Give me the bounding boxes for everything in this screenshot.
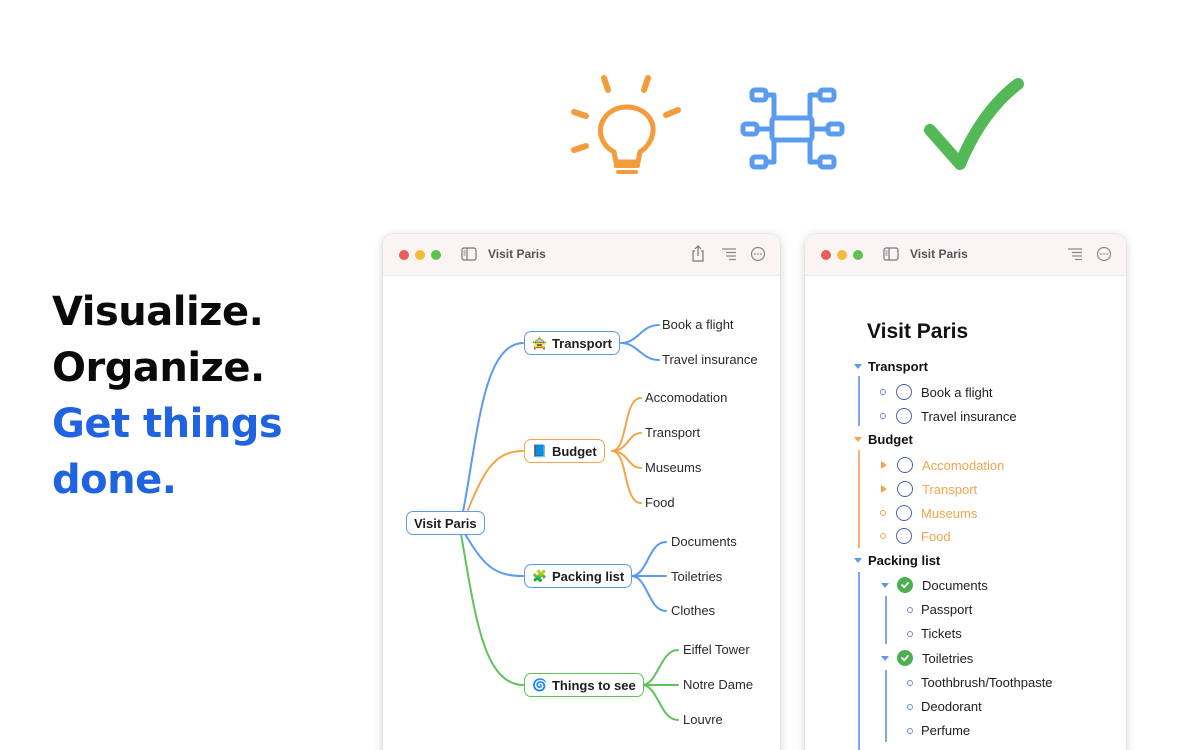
window-controls [821,250,863,260]
expand-icon[interactable] [881,485,887,493]
checkbox-unchecked[interactable] [896,384,912,400]
bullet-icon [880,533,886,539]
bullet-icon [880,510,886,516]
mindmap-leaf[interactable]: Notre Dame [683,677,754,692]
checkbox-unchecked[interactable] [896,408,912,424]
mindmap-root-node[interactable]: Visit Paris [406,511,485,535]
tagline-organize: Organize. [52,345,265,391]
mindmap-window: Visit Paris [383,234,780,750]
more-icon[interactable] [1096,246,1112,262]
packing-guide [858,572,860,750]
close-button[interactable] [821,250,831,260]
checkmark-icon [924,78,1024,170]
mind-map-icon [740,87,845,170]
bullet-icon [880,389,886,395]
checkbox-checked[interactable] [897,577,913,593]
outline-item[interactable]: Accomodation [881,457,1004,473]
mindmap-leaf[interactable]: Accomodation [645,390,728,405]
budget-guide [858,450,860,548]
bullet-icon [907,679,913,686]
window-controls [399,250,441,260]
minimize-button[interactable] [415,250,425,260]
sidebar-toggle-icon[interactable] [883,247,899,261]
collapse-icon[interactable] [854,364,862,369]
outline-item[interactable]: Transport [881,481,977,497]
checkbox-unchecked[interactable] [896,528,912,544]
bullet-icon [907,630,913,637]
zoom-button[interactable] [853,250,863,260]
book-icon: 📘 [532,444,547,458]
share-icon[interactable] [690,245,706,263]
toiletries-guide [885,670,887,742]
checkbox-unchecked[interactable] [896,505,912,521]
bullet-icon [907,606,913,613]
mindmap-node-budget[interactable]: 📘 Budget [524,439,605,463]
taxi-icon: 🚖 [532,336,547,350]
lightbulb-icon [571,75,681,174]
mindmap-leaf[interactable]: Food [645,495,675,510]
outline-item[interactable]: Documents [881,577,988,593]
transport-guide [858,376,860,426]
outline-item[interactable]: Deodorant [907,699,982,714]
outline-item[interactable]: Toiletries [881,650,973,666]
collapse-icon[interactable] [881,582,889,588]
checkbox-unchecked[interactable] [897,481,913,497]
puzzle-icon: 🧩 [532,569,547,583]
outline-item[interactable]: Passport [907,602,972,617]
outline-item[interactable]: Food [880,528,951,544]
outline-titlebar: Visit Paris [805,234,1126,276]
checkbox-unchecked[interactable] [897,457,913,473]
outline-section-packing-list[interactable]: Packing list [854,553,940,568]
expand-icon[interactable] [881,461,887,469]
outline-item[interactable]: Perfume [907,723,970,738]
mindmap-leaf[interactable]: Documents [671,534,737,549]
tagline-get-things: Get things [52,401,283,447]
outline-window: Visit Paris Visit Paris Transport Book a… [805,234,1126,750]
mindmap-titlebar: Visit Paris [383,234,780,276]
mindmap-leaf[interactable]: Transport [645,425,701,440]
outline-heading: Visit Paris [867,320,969,343]
mindmap-connectors [460,324,679,721]
collapse-icon[interactable] [854,437,862,442]
mindmap-leaf[interactable]: Book a flight [662,317,734,332]
mindmap-leaf[interactable]: Clothes [671,603,716,618]
checkbox-checked[interactable] [897,650,913,666]
outline-section-budget[interactable]: Budget [854,432,913,447]
more-icon[interactable] [750,246,766,262]
sidebar-toggle-icon[interactable] [461,247,477,261]
tagline-done: done. [52,457,177,503]
mindmap-leaf[interactable]: Eiffel Tower [683,642,750,657]
minimize-button[interactable] [837,250,847,260]
outline-section-transport[interactable]: Transport [854,359,928,374]
spiral-icon: 🌀 [532,678,547,692]
documents-guide [885,596,887,644]
collapse-icon[interactable] [881,655,889,661]
outline-item[interactable]: Toothbrush/Toothpaste [907,675,1053,690]
window-title: Visit Paris [910,247,968,261]
mindmap-leaf[interactable]: Museums [645,460,702,475]
outline-item[interactable]: Travel insurance [880,408,1017,424]
bullet-icon [880,413,886,419]
outline-item[interactable]: Book a flight [880,384,993,400]
window-title: Visit Paris [488,247,546,261]
tagline-visualize: Visualize. [52,289,264,335]
mindmap-leaf[interactable]: Toiletries [671,569,723,584]
mindmap-leaf[interactable]: Louvre [683,712,723,727]
zoom-button[interactable] [431,250,441,260]
outline-icon[interactable] [721,247,737,261]
bullet-icon [907,727,913,734]
mindmap-node-transport[interactable]: 🚖 Transport [524,331,620,355]
collapse-icon[interactable] [854,558,862,563]
outline-icon[interactable] [1067,247,1083,261]
close-button[interactable] [399,250,409,260]
mindmap-node-packing-list[interactable]: 🧩 Packing list [524,564,633,588]
mindmap-node-things-to-see[interactable]: 🌀 Things to see [524,673,644,697]
outline-item[interactable]: Museums [880,505,977,521]
mindmap-leaf[interactable]: Travel insurance [662,352,758,367]
outline-item[interactable]: Tickets [907,626,962,641]
hero-tagline: Visualize. Organize. Get things done. [52,284,283,508]
bullet-icon [907,703,913,710]
